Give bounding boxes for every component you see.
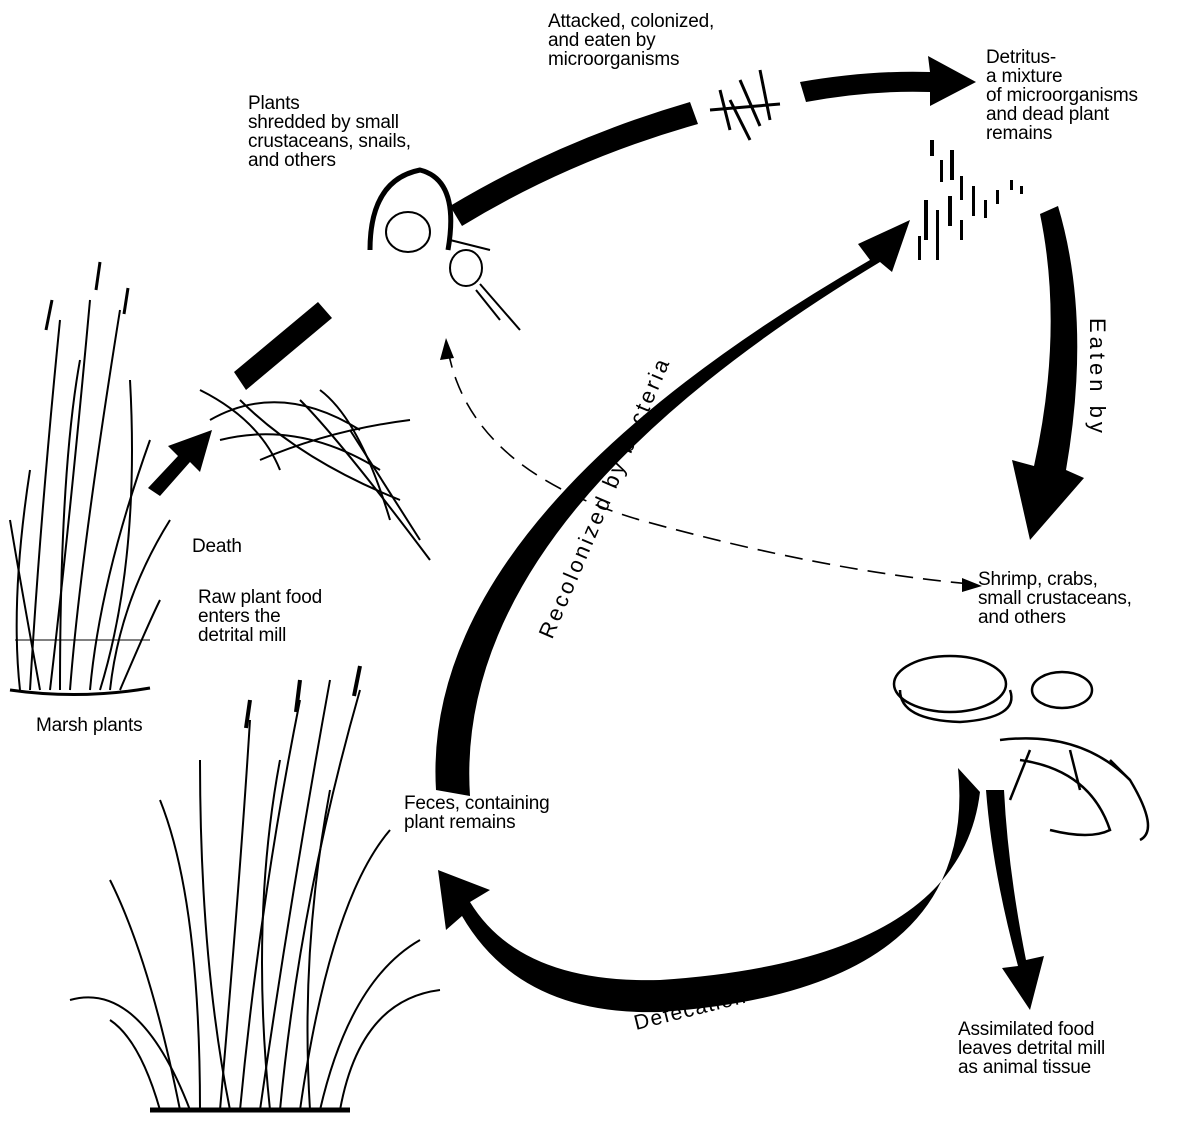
death-arrow xyxy=(148,430,212,496)
recolonized-by-bacteria-arrow xyxy=(435,220,910,796)
detritus-label: Detritus- a mixture of microorganisms an… xyxy=(986,48,1138,143)
attacked-label: Attacked, colonized, and eaten by microo… xyxy=(548,12,714,69)
eaten-by-arrow xyxy=(1012,206,1084,540)
assimilated-food-arrow xyxy=(986,790,1044,1010)
eaten-by-label: Eaten by xyxy=(1085,318,1110,437)
raw-plant-food-label: Raw plant food enters the detrital mill xyxy=(198,588,322,645)
assimilated-label: Assimilated food leaves detrital mill as… xyxy=(958,1020,1105,1077)
shrimp-label: Shrimp, crabs, small crustaceans, and ot… xyxy=(978,570,1132,627)
marsh-plants-label: Marsh plants xyxy=(36,716,142,735)
death-label: Death xyxy=(192,537,242,556)
microorganisms-to-detritus-arrow xyxy=(800,56,976,106)
dead-plants-to-shredders-arrow xyxy=(234,302,332,390)
feces-label: Feces, containing plant remains xyxy=(404,794,550,832)
recolonized-label: Recolonized by bacteria xyxy=(534,353,676,642)
crustaceans-illustration xyxy=(894,656,1148,840)
dead-plant-litter-illustration xyxy=(200,390,430,560)
microorganisms-illustration xyxy=(710,70,780,140)
plants-shredded-label: Plants shredded by small crustaceans, sn… xyxy=(248,94,411,170)
marsh-plants-illustration xyxy=(10,262,170,695)
shredders-to-microorganisms-arrow xyxy=(450,102,698,226)
detritus-illustration xyxy=(918,140,1023,260)
